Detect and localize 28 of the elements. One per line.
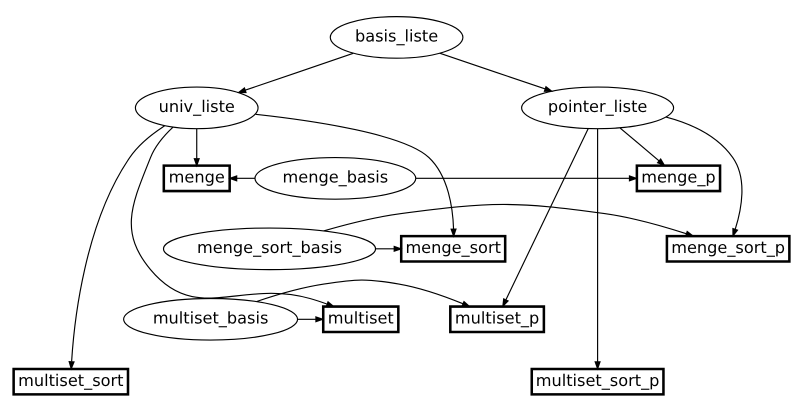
node-box: menge [162, 164, 231, 192]
arrow [68, 124, 165, 370]
arrow [666, 116, 742, 238]
node-box: menge_sort_p [666, 234, 791, 262]
arrow [130, 126, 336, 307]
node-ellipse: basis_liste [330, 16, 464, 58]
node-ellipse: multiset_basis [123, 297, 298, 340]
arrow [237, 52, 354, 93]
arrow [256, 278, 472, 307]
node-ellipse: menge_sort_basis [162, 226, 376, 270]
arrow [620, 127, 666, 166]
arrow [194, 128, 200, 167]
arrow [502, 128, 589, 308]
arrow [324, 203, 695, 236]
node-box: menge_p [636, 164, 722, 192]
arrow [376, 245, 403, 252]
arrow [594, 128, 601, 370]
arrow [256, 113, 457, 238]
node-box: menge_sort [400, 234, 506, 262]
arrow [228, 174, 255, 182]
node-box: multiset_sort [12, 367, 130, 396]
arrow [298, 316, 325, 322]
node-box: multiset_p [449, 304, 546, 333]
arrow [416, 174, 638, 182]
arrow [440, 52, 554, 92]
node-box: multiset [322, 304, 400, 333]
node-ellipse: menge_basis [254, 156, 416, 200]
node-box: multiset_sort_p [530, 367, 665, 396]
